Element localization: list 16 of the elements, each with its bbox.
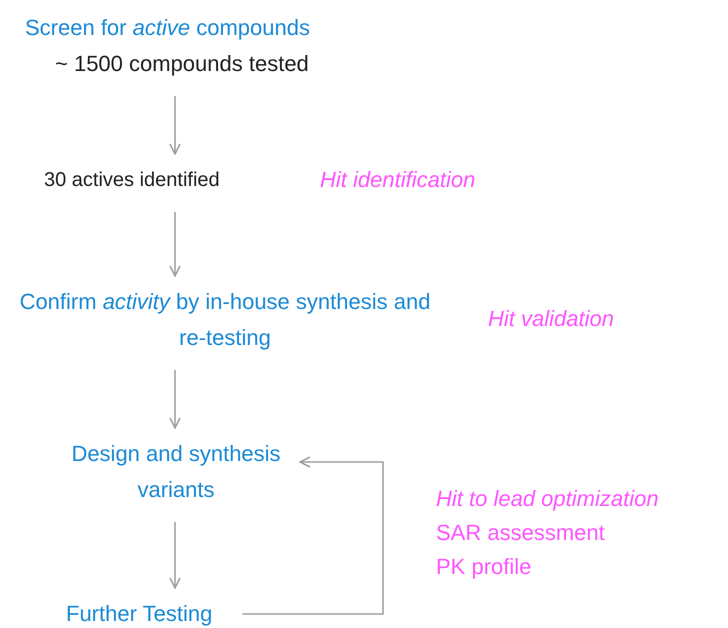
- activity-note: PK profile: [436, 553, 532, 581]
- stage-label: Hit to lead optimization: [436, 485, 659, 513]
- arrow: [169, 96, 181, 155]
- arrow: [169, 522, 181, 589]
- step-text: Screen for active compounds: [25, 14, 310, 42]
- arrow: [169, 212, 181, 277]
- step-text: Further Testing: [66, 600, 212, 628]
- arrow: [242, 456, 384, 615]
- stage-label: Hit identification: [320, 166, 476, 194]
- step-text: Design and synthesis variants: [70, 440, 282, 504]
- step-text: Confirm activity by in-house synthesis and re-testing: [18, 288, 432, 352]
- step-text: 30 actives identified: [44, 168, 220, 193]
- arrow: [169, 370, 181, 429]
- step-detail: ~ 1500 compounds tested: [55, 50, 309, 78]
- activity-note: SAR assessment: [436, 519, 605, 547]
- stage-label: Hit validation: [488, 305, 614, 333]
